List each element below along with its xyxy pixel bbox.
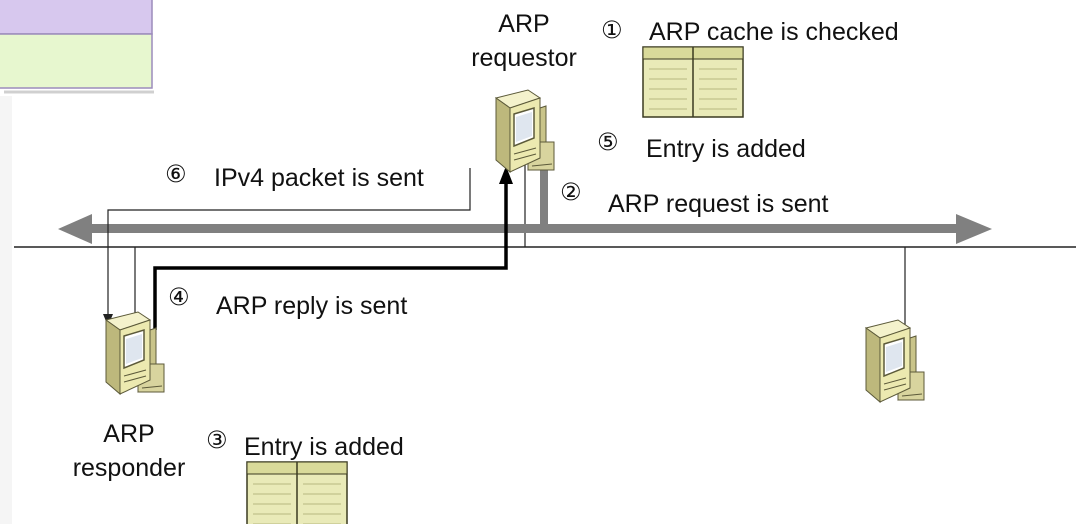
requestor-label-line2: requestor [471,44,577,72]
step1-number: ① [601,16,623,44]
step2-number: ② [560,178,582,206]
broadcast-arrow [58,165,992,244]
requestor-computer-icon [495,89,555,173]
responder-arp-cache-icon [246,461,348,524]
step5-number: ⑤ [597,128,619,156]
step5-text: Entry is added [646,135,806,163]
step3-number: ③ [206,426,228,454]
step3-text: Entry is added [244,433,404,461]
step6-text: IPv4 packet is sent [214,164,424,192]
step2-text: ARP request is sent [608,190,829,218]
header-boxes [0,0,154,94]
step4-number: ④ [168,283,190,311]
step1-text: ARP cache is checked [649,18,899,46]
host-computer-icon [865,319,925,403]
responder-label-line2: responder [73,454,186,482]
step6-number: ⑥ [165,160,187,188]
step4-text: ARP reply is sent [216,292,407,320]
left-panel-edge [0,96,12,524]
arp-reply-arrow [153,166,513,330]
requestor-label-line1: ARP [498,10,549,38]
requestor-arp-cache-icon [642,46,744,118]
responder-label-line1: ARP [103,420,154,448]
